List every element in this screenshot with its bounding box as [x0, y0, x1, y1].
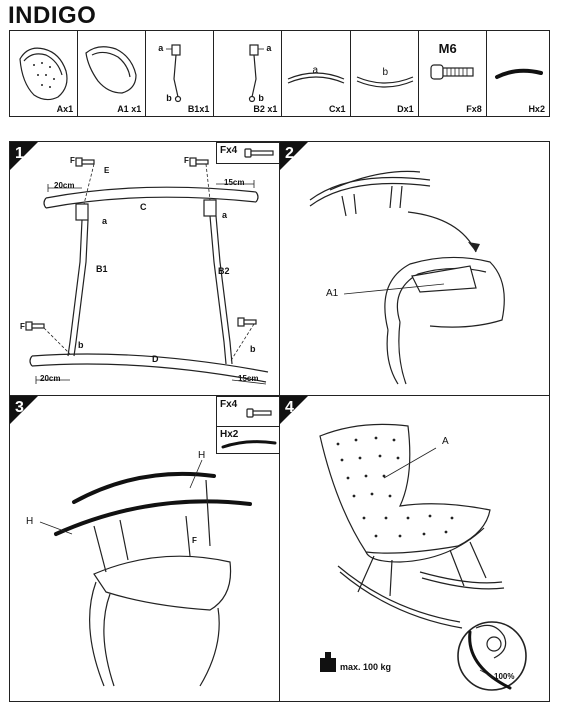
- hardware-label: Fx4: [220, 399, 238, 410]
- screws: [25, 157, 257, 331]
- label-f: F: [184, 156, 189, 165]
- seat-shell-a-icon: [19, 47, 68, 101]
- step-4-illustration: [319, 423, 527, 691]
- step-1-hardware: Fx4: [216, 142, 281, 164]
- part-a1: A1 x1: [78, 31, 147, 116]
- parts-list: Ax1 A1 x1 a b B1x1 a b B2 x1: [9, 30, 550, 117]
- step-1-panel: 1 Fx4: [9, 141, 281, 397]
- mark-b: b: [382, 67, 389, 78]
- part-a: Ax1: [10, 31, 79, 116]
- step-number: 1: [15, 145, 24, 162]
- part-c: a Cx1: [282, 31, 351, 116]
- dim-label: 20cm: [54, 181, 75, 190]
- label-h: H: [198, 450, 206, 461]
- mark-b: b: [258, 93, 264, 103]
- dim-label: 15cm: [238, 374, 259, 383]
- percent-label: 100%: [494, 672, 515, 681]
- max-load-label: max. 100 kg: [340, 662, 392, 672]
- part-b1: a b B1x1: [146, 31, 215, 116]
- mark-b: b: [166, 93, 172, 103]
- mark-a: a: [312, 65, 318, 76]
- label-b2: B2: [218, 266, 230, 276]
- label-f: F: [70, 156, 75, 165]
- part-label: Ax1: [56, 104, 74, 114]
- part-label: A1 x1: [117, 104, 142, 114]
- step-1-illustration: [25, 157, 269, 385]
- dim-label: 20cm: [40, 374, 61, 383]
- part-h: Hx2: [487, 31, 549, 116]
- part-label: Fx8: [466, 104, 482, 114]
- step-number: 3: [15, 399, 24, 416]
- armrest-h-icon: [221, 440, 277, 449]
- part-f: M6 Fx8: [419, 31, 487, 116]
- step-3-hardware: Fx4: [216, 396, 281, 428]
- label-a: a: [222, 210, 228, 220]
- label-a1: A1: [326, 288, 339, 299]
- part-d: b Dx1: [351, 31, 419, 116]
- step-3-panel: 3 Fx4 Hx2 H H F: [9, 395, 281, 702]
- step-4-panel: 4 A max. 100 kg 100%: [279, 395, 550, 702]
- step-2-badge: 2: [280, 142, 308, 170]
- part-label: Hx2: [528, 104, 545, 114]
- label-b1: B1: [96, 264, 108, 274]
- rocker-c-icon: [288, 72, 345, 84]
- label-f: F: [192, 536, 197, 545]
- label-b: b: [250, 344, 256, 354]
- hardware-label: Hx2: [220, 429, 239, 440]
- part-label: B1x1: [187, 104, 210, 114]
- label-f: F: [20, 322, 25, 331]
- step-2-illustration: [309, 170, 505, 385]
- screw-size: M6: [438, 41, 457, 56]
- leg-b1-icon: [166, 44, 182, 103]
- step-1-badge: 1: [10, 142, 38, 170]
- product-title: INDIGO: [8, 2, 97, 29]
- label-c: C: [140, 202, 147, 212]
- step-3-badge: 3: [10, 396, 38, 424]
- step-number: 4: [285, 399, 294, 416]
- mark-a: a: [158, 43, 164, 53]
- dim-label: 15cm: [224, 178, 245, 187]
- seat-cushion-a1-icon: [85, 46, 137, 94]
- screw-icon: [244, 148, 274, 158]
- step-3-illustration: [39, 459, 252, 687]
- rocker-d-icon: [356, 76, 413, 88]
- label-h: H: [26, 516, 34, 527]
- mark-a: a: [266, 43, 272, 53]
- step-2-panel: 2 A1: [279, 141, 550, 397]
- leg-b2-icon: [249, 44, 265, 103]
- screw-f-icon: [430, 64, 474, 80]
- label-a: a: [102, 216, 108, 226]
- armrest-h-icon: [494, 68, 543, 79]
- step-number: 2: [285, 145, 294, 162]
- label-d: D: [152, 354, 159, 364]
- step-4-badge: 4: [280, 396, 308, 424]
- screw-icon: [246, 408, 272, 418]
- label-b: b: [78, 340, 84, 350]
- label-e: E: [104, 166, 110, 175]
- part-label: Cx1: [329, 104, 346, 114]
- part-b2: a b B2 x1: [214, 31, 283, 116]
- hardware-label: Fx4: [220, 145, 238, 156]
- part-label: B2 x1: [253, 104, 278, 114]
- step-3-hardware-2: Hx2: [216, 426, 281, 454]
- weight-icon: [320, 658, 336, 672]
- label-a: A: [442, 436, 449, 447]
- part-label: Dx1: [397, 104, 414, 114]
